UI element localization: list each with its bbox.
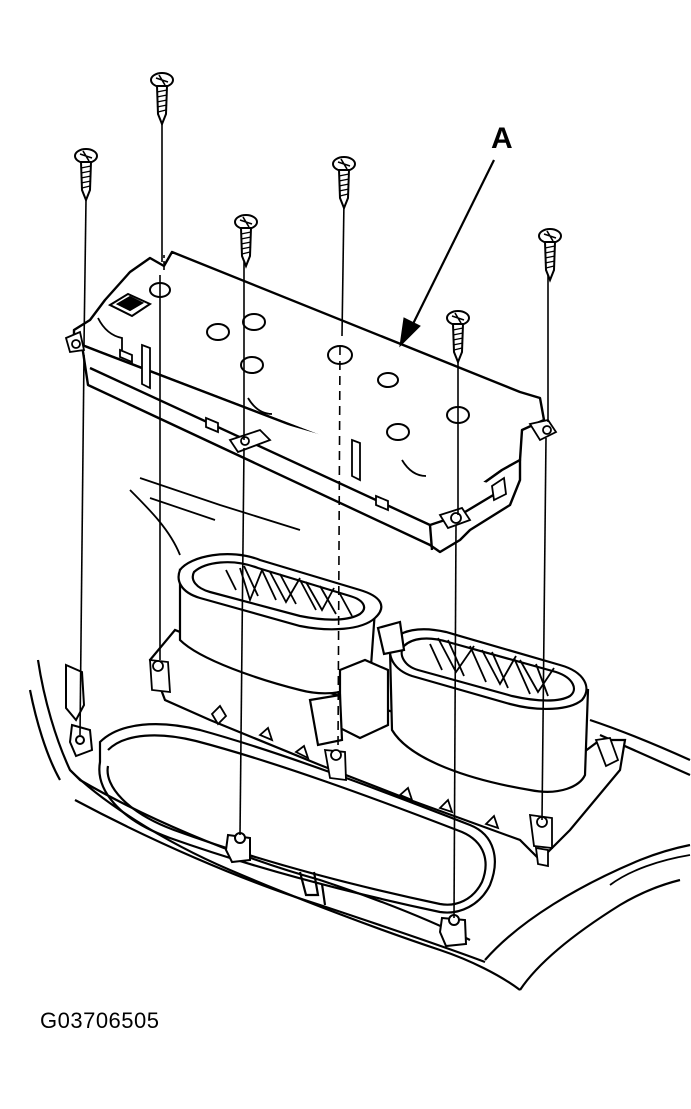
- screw-4: [332, 156, 356, 209]
- figure-code: G03706505: [40, 1008, 160, 1033]
- screw-1: [74, 148, 98, 201]
- mounting-boss-left: [65, 663, 94, 758]
- callout-arrow: [409, 159, 495, 331]
- callout-label: A: [491, 122, 513, 155]
- panel-details: [64, 317, 558, 530]
- control-panel-unit: [72, 250, 546, 554]
- screw-2: [150, 72, 174, 125]
- housing-clips: [149, 658, 620, 868]
- screw-5: [446, 310, 470, 363]
- mounting-boss-center: [224, 832, 251, 864]
- callout-arrowhead: [399, 317, 421, 348]
- screw-6: [538, 228, 562, 281]
- mounting-boss-right: [438, 914, 468, 948]
- fastener-guide-lines: [79, 120, 549, 919]
- callout-a: A: [399, 122, 513, 348]
- screw-3: [234, 214, 258, 267]
- console-trim-lines: [129, 477, 691, 886]
- panel-switch: [107, 292, 153, 318]
